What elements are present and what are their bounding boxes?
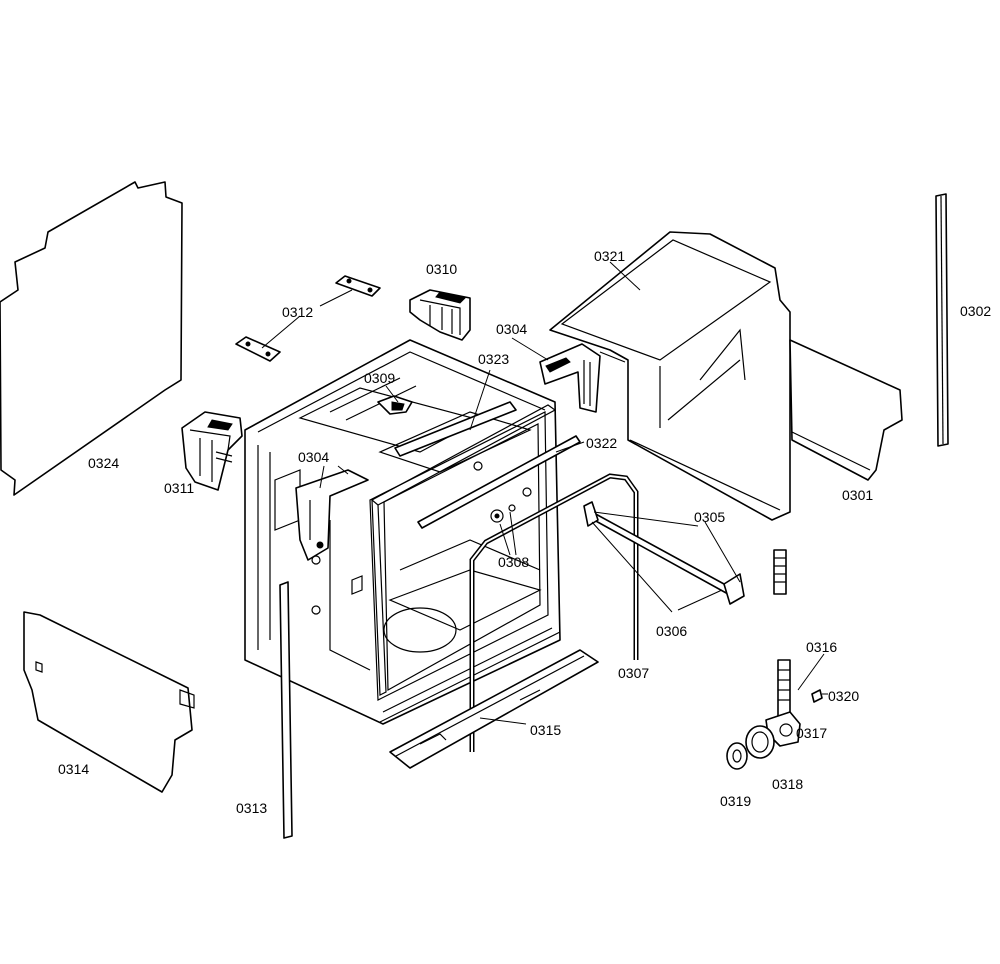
label-0320: 0320 xyxy=(828,688,859,704)
part-0301-panel xyxy=(789,339,903,481)
label-0314: 0314 xyxy=(58,761,89,777)
label-0304-right: 0304 xyxy=(496,321,527,337)
part-0310-hinge-block xyxy=(409,289,471,341)
part-0307-frame xyxy=(469,473,639,752)
label-0306: 0306 xyxy=(656,623,687,639)
part-0315-base-plate xyxy=(389,649,599,769)
part-0320-screw xyxy=(811,689,823,703)
part-0312-bracket-bottom xyxy=(235,336,281,362)
label-0322: 0322 xyxy=(586,435,617,451)
part-0305-rod xyxy=(583,501,745,605)
label-0309: 0309 xyxy=(364,370,395,386)
label-0304-left: 0304 xyxy=(298,449,329,465)
label-0318: 0318 xyxy=(772,776,803,792)
part-0312-bracket-top xyxy=(335,275,381,297)
part-0324-side-panel xyxy=(0,181,183,496)
part-0304-bracket-left xyxy=(295,469,369,561)
part-0314-front-panel xyxy=(23,611,195,793)
label-0324: 0324 xyxy=(88,455,119,471)
part-0311-hinge-block xyxy=(181,411,243,491)
label-0312: 0312 xyxy=(282,304,313,320)
label-0305: 0305 xyxy=(694,509,725,525)
label-0316: 0316 xyxy=(806,639,837,655)
part-door-seal-frame xyxy=(370,404,557,696)
label-0302: 0302 xyxy=(960,303,991,319)
part-0323-rail xyxy=(394,401,517,457)
leader-lines xyxy=(261,261,828,725)
part-0308-fasteners xyxy=(473,461,532,523)
part-0318-nut xyxy=(745,725,775,759)
label-0301: 0301 xyxy=(842,487,873,503)
label-0315: 0315 xyxy=(530,722,561,738)
label-0311: 0311 xyxy=(164,480,194,496)
part-0319-washer xyxy=(726,742,748,770)
part-0304-bracket-right xyxy=(539,343,601,413)
label-0310: 0310 xyxy=(426,261,457,277)
part-labels: 0301 0302 0304 0304 0305 0306 0307 0308 … xyxy=(58,248,991,816)
part-0309-clip xyxy=(377,395,413,415)
part-tub-body xyxy=(244,339,561,725)
part-0316-threaded-stud xyxy=(773,549,791,717)
label-0317: 0317 xyxy=(796,725,827,741)
part-0313-strip xyxy=(279,581,293,839)
label-0321: 0321 xyxy=(594,248,625,264)
label-0323: 0323 xyxy=(478,351,509,367)
part-0321-cover xyxy=(549,231,791,521)
part-0302-strip xyxy=(935,193,949,447)
label-0313: 0313 xyxy=(236,800,267,816)
label-0319: 0319 xyxy=(720,793,751,809)
part-0322-rod xyxy=(417,435,581,529)
label-0308: 0308 xyxy=(498,554,529,570)
label-0307: 0307 xyxy=(618,665,649,681)
